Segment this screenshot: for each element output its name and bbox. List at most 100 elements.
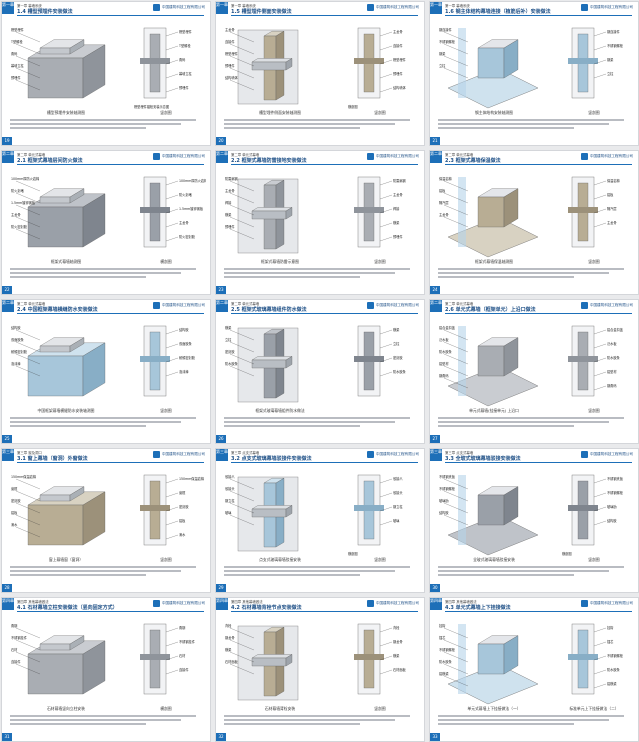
callout-label: 铝板 <box>11 510 18 515</box>
document-page[interactable]: 第二章 第二章 单元式幕墙 2.2 框架式幕墙防雷接地安装做法 中国建筑科技工程… <box>215 150 425 295</box>
section-title: 4.1 石材幕墙立柱安装做法（竖向固定方式） <box>17 605 118 611</box>
company-name: 中国建筑科技工程有限公司 <box>589 5 633 9</box>
document-page[interactable]: 第二章 第二章 单元式幕墙 2.5 框架式玻璃幕墙组件防水做法 中国建筑科技工程… <box>215 299 425 444</box>
block-side <box>285 654 293 667</box>
leader-line <box>15 329 41 341</box>
block-side <box>69 486 85 502</box>
breadcrumb: 第二章 单元式幕墙 <box>17 153 46 157</box>
callout-label: 横梁 <box>225 325 232 330</box>
leader-line <box>379 371 393 377</box>
block-front <box>39 196 71 204</box>
callout-label: 防雷扁钢 <box>225 176 238 181</box>
callout-label: 不锈钢螺栓 <box>607 490 624 495</box>
company-name: 中国建筑科技工程有限公司 <box>375 5 419 9</box>
callout-label: 结构胶 <box>179 327 189 332</box>
side-caption-2: 横剖图 <box>562 551 572 556</box>
leader-line <box>15 228 41 240</box>
note-line <box>438 123 609 125</box>
page-number: 26 <box>216 435 226 443</box>
leader-line <box>379 208 393 214</box>
leader-line <box>229 502 255 514</box>
leader-line <box>443 490 469 502</box>
leader-line <box>15 353 41 365</box>
leader-line <box>443 627 469 639</box>
company-name: 中国建筑科技工程有限公司 <box>375 303 419 307</box>
callout-label: 不锈钢螺栓 <box>607 653 624 658</box>
document-page[interactable]: 第三章 第三章 点支式幕墙 3.2 点支式玻璃幕墙驳接件安装做法 中国建筑科技工… <box>215 448 425 593</box>
connector-section <box>354 58 384 64</box>
leader-line <box>229 365 255 377</box>
callout-label: 不锈钢螺栓 <box>607 43 624 48</box>
document-page[interactable]: 第三章 第三章 窗及洞口 3.1 窗上幕墙（窗洞）外窗做法 中国建筑科技工程有限… <box>1 448 211 593</box>
document-page[interactable]: 第三章 第三章 点支式幕墙 3.3 全玻式玻璃幕墙驳接安装做法 中国建筑科技工程… <box>429 448 639 593</box>
callout-label: 预埋件 <box>11 75 21 80</box>
chapter-tab: 第二章 <box>2 300 14 312</box>
document-page[interactable]: 第二章 第二章 单元式幕墙 2.1 框架式幕墙层间防火做法 中国建筑科技工程有限… <box>1 150 211 295</box>
note-line <box>10 268 197 270</box>
leader-line <box>593 59 607 65</box>
breadcrumb: 第三章 点支式幕墙 <box>445 451 474 455</box>
callout-label: 立柱 <box>439 63 446 68</box>
company-name: 中国建筑科技工程有限公司 <box>161 303 205 307</box>
leader-line <box>593 329 607 335</box>
leader-line <box>165 641 179 647</box>
connector-section <box>354 654 384 660</box>
document-page[interactable]: 第二章 第二章 单元式幕墙 2.4 中国框架幕墙横缝防水安装做法 中国建筑科技工… <box>1 299 211 444</box>
leader-line <box>443 663 469 675</box>
callout-label: 横梁 <box>393 327 400 332</box>
document-page[interactable]: 第一章 第一章 幕墙系统 1.6 钢主体结构幕墙连接（植筋后补）安装做法 中国建… <box>429 1 639 146</box>
callout-label: 不锈钢挂件 <box>11 635 28 640</box>
block-front <box>251 657 287 667</box>
breadcrumb: 第四章 其他幕墙做法 <box>445 600 477 604</box>
document-page[interactable]: 第四章 第四章 其他幕墙做法 4.2 石材幕墙背栓节点安装做法 中国建筑科技工程… <box>215 597 425 742</box>
side-caption-2: 横剖图 <box>348 551 358 556</box>
note-line <box>224 272 395 274</box>
document-page[interactable]: 第二章 第二章 单元式幕墙 2.6 单元式幕墙（框架单元）上沿口做法 中国建筑科… <box>429 299 639 444</box>
chapter-tab: 第四章 <box>430 598 442 610</box>
embedded-plate <box>39 337 85 353</box>
callout-label: 防火密封胶 <box>179 234 196 239</box>
block-side <box>82 640 106 695</box>
document-page[interactable]: 第四章 第四章 其他幕墙做法 4.1 石材幕墙立柱安装做法（竖向固定方式） 中国… <box>1 597 211 742</box>
leader-line <box>165 492 179 498</box>
leader-line <box>15 180 41 192</box>
chapter-tab: 第一章 <box>2 2 14 14</box>
leader-line <box>229 228 255 240</box>
callout-label: 预埋件 <box>393 234 403 239</box>
note-line <box>10 119 197 121</box>
block-side <box>69 188 85 204</box>
note-line <box>438 570 609 572</box>
callout-label: 结构胶 <box>439 510 449 515</box>
leader-line <box>593 478 607 484</box>
side-caption: 竖剖图 <box>160 408 172 413</box>
glass-pane <box>458 28 466 98</box>
block-front <box>39 345 71 353</box>
note-line <box>224 276 360 278</box>
callout-label: 铝板 <box>179 518 186 523</box>
embedded-plate <box>39 635 85 651</box>
page-number: 20 <box>216 137 226 145</box>
notes-block <box>224 713 418 727</box>
block-front <box>27 653 84 695</box>
document-page[interactable]: 第一章 第一章 幕墙系统 1.5 槽型埋件侧面安装做法 中国建筑科技工程有限公司… <box>215 1 425 146</box>
leader-line <box>165 59 179 65</box>
leader-line <box>229 55 255 67</box>
leader-line <box>229 341 255 353</box>
company-logo: 中国建筑科技工程有限公司 <box>152 451 205 458</box>
company-logo: 中国建筑科技工程有限公司 <box>580 153 633 160</box>
callout-label: 焊接 <box>393 206 400 211</box>
document-page[interactable]: 第二章 第二章 单元式幕墙 2.3 框架式幕墙保温做法 中国建筑科技工程有限公司… <box>429 150 639 295</box>
document-page[interactable]: 第四章 第四章 其他幕墙做法 4.3 单元式幕墙上下挂接做法 中国建筑科技工程有… <box>429 597 639 742</box>
leader-line <box>229 31 255 43</box>
document-page[interactable]: 第一章 第一章 幕墙系统 1.4 槽型预埋件安装做法 中国建筑科技工程有限公司 … <box>1 1 211 146</box>
leader-line <box>165 655 179 661</box>
side-caption: 竖剖图 <box>588 557 600 562</box>
leader-line <box>443 341 469 353</box>
callout-label: 耐候密封胶 <box>11 349 28 354</box>
